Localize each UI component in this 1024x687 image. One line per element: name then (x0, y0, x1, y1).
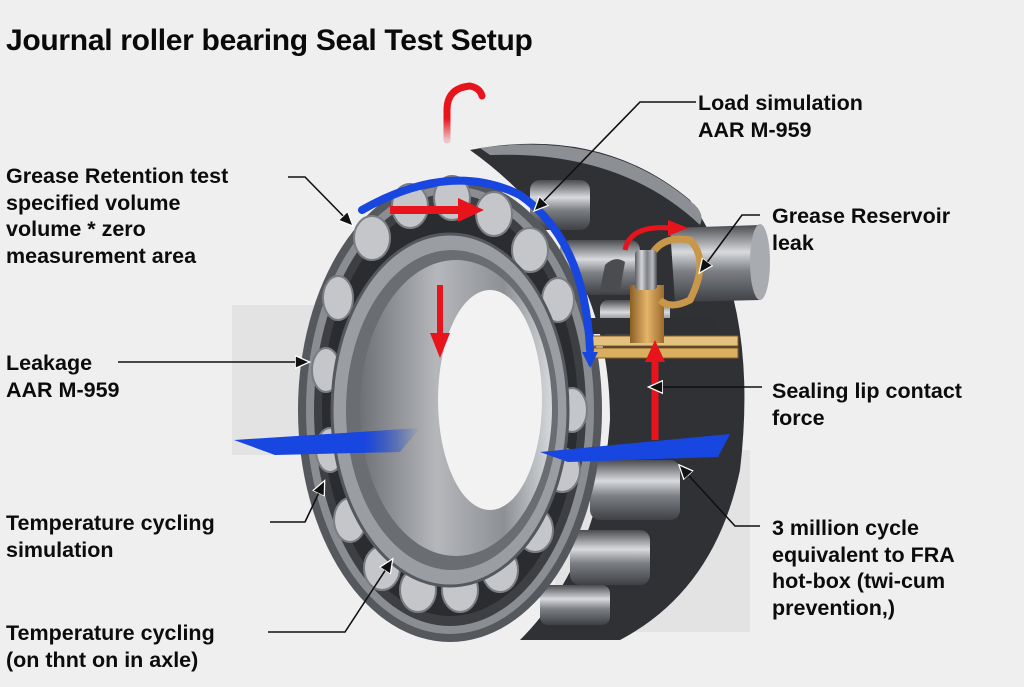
blue-plane-right (540, 434, 730, 462)
label-leakage: Leakage AAR M-959 (6, 351, 120, 402)
inner-ring (330, 232, 570, 588)
label-load-simulation: Load simulation AAR M-959 (698, 91, 863, 142)
leader-lines (118, 101, 762, 633)
label-grease-retention: Grease Retention test specified volume v… (6, 164, 229, 268)
label-temperature-cycling-axle: Temperature cycling (on thnt on in axle) (6, 621, 215, 672)
blue-flow-arrow (358, 176, 594, 354)
label-million-cycle: 3 million cycle equivalent to FRA hot-bo… (772, 516, 955, 620)
label-temperature-cycling-simulation: Temperature cycling simulation (6, 511, 215, 562)
label-sealing-lip: Sealing lip contact force (772, 379, 962, 430)
page-title: Journal roller bearing Seal Test Setup (6, 24, 533, 57)
blue-plane-left (234, 428, 420, 455)
red-flow-arrows (390, 82, 688, 440)
label-grease-reservoir: Grease Reservoir leak (772, 204, 951, 255)
